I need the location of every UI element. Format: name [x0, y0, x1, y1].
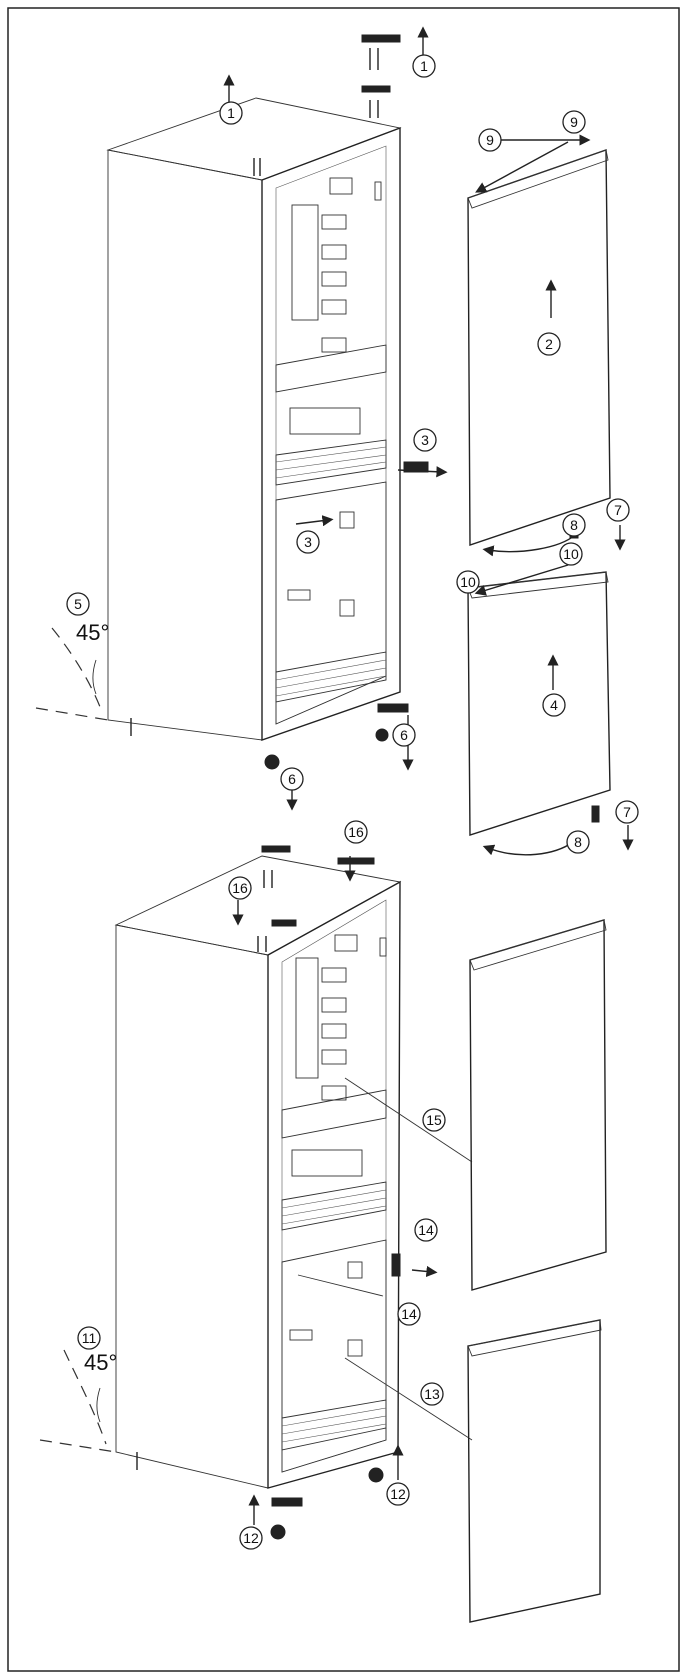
callout-3-right: 3 [413, 428, 437, 452]
door-upper-bottom [469, 919, 607, 1291]
callout-5: 5 [66, 592, 90, 616]
callout-label: 9 [486, 132, 494, 148]
cabinet-side-top [107, 149, 263, 741]
callout-label: 6 [288, 771, 296, 787]
callout-label: 4 [550, 697, 558, 713]
callout-label: 5 [74, 596, 82, 612]
callout-label: 2 [545, 336, 553, 352]
callout-label: 9 [570, 114, 578, 130]
callout-10-right: 10 [559, 542, 583, 566]
callout-14-bottom: 14 [397, 1302, 421, 1326]
callout-16-right: 16 [344, 820, 368, 844]
floor-line-bottom [39, 1439, 117, 1453]
callout-label: 7 [614, 502, 622, 518]
callout-11: 11 [77, 1326, 101, 1350]
callout-12-right: 12 [386, 1482, 410, 1506]
callout-6-left: 6 [280, 767, 304, 791]
callout-10-left: 10 [456, 570, 480, 594]
callout-label: 12 [390, 1486, 406, 1502]
cabinet-front-frame-top [261, 126, 401, 741]
callout-label: 1 [227, 105, 235, 121]
callout-label: 8 [574, 834, 582, 850]
callout-label: 3 [304, 534, 312, 550]
callout-label: 8 [570, 517, 578, 533]
callout-13: 13 [420, 1382, 444, 1406]
callout-7-top: 7 [606, 498, 630, 522]
callout-15: 15 [422, 1108, 446, 1132]
angle-label-bottom: 45° [84, 1350, 117, 1375]
callout-16-left: 16 [228, 876, 252, 900]
callout-8-bottom: 8 [566, 830, 590, 854]
door-lower-top [467, 564, 634, 856]
callout-label: 6 [400, 727, 408, 743]
callout-label: 15 [426, 1112, 442, 1128]
fridge-bottom-assembly [39, 845, 473, 1540]
callout-4: 4 [542, 693, 566, 717]
callout-14-top: 14 [414, 1218, 438, 1242]
door-lower-bottom [467, 1319, 602, 1623]
callout-label: 11 [82, 1330, 97, 1346]
callout-3-left: 3 [296, 530, 320, 554]
callout-12-left: 12 [239, 1526, 263, 1550]
callout-label: 13 [424, 1386, 440, 1402]
diagram-frame [7, 7, 680, 1672]
callout-label: 10 [563, 546, 579, 562]
angle-label-top: 45° [76, 620, 109, 645]
callout-2: 2 [537, 332, 561, 356]
callout-label: 14 [418, 1222, 434, 1238]
cabinet-front-frame-bottom [267, 880, 401, 1489]
callout-label: 7 [623, 804, 631, 820]
callout-9-right: 9 [562, 110, 586, 134]
callout-9-left: 9 [478, 128, 502, 152]
callout-7-bottom: 7 [615, 800, 639, 824]
callout-label: 1 [420, 58, 428, 74]
callout-label: 16 [232, 880, 248, 896]
callout-label: 3 [421, 432, 429, 448]
floor-line-top [35, 707, 109, 721]
callout-label: 14 [401, 1306, 417, 1322]
callout-label: 16 [348, 824, 364, 840]
callout-1-cover: 1 [219, 101, 243, 125]
callout-6-right: 6 [392, 723, 416, 747]
fridge-top-assembly [35, 26, 448, 811]
callout-label: 12 [243, 1530, 259, 1546]
callout-8-top: 8 [562, 513, 586, 537]
callout-1-hinge: 1 [412, 54, 436, 78]
callout-label: 10 [460, 574, 476, 590]
cabinet-side-bottom [115, 924, 269, 1489]
